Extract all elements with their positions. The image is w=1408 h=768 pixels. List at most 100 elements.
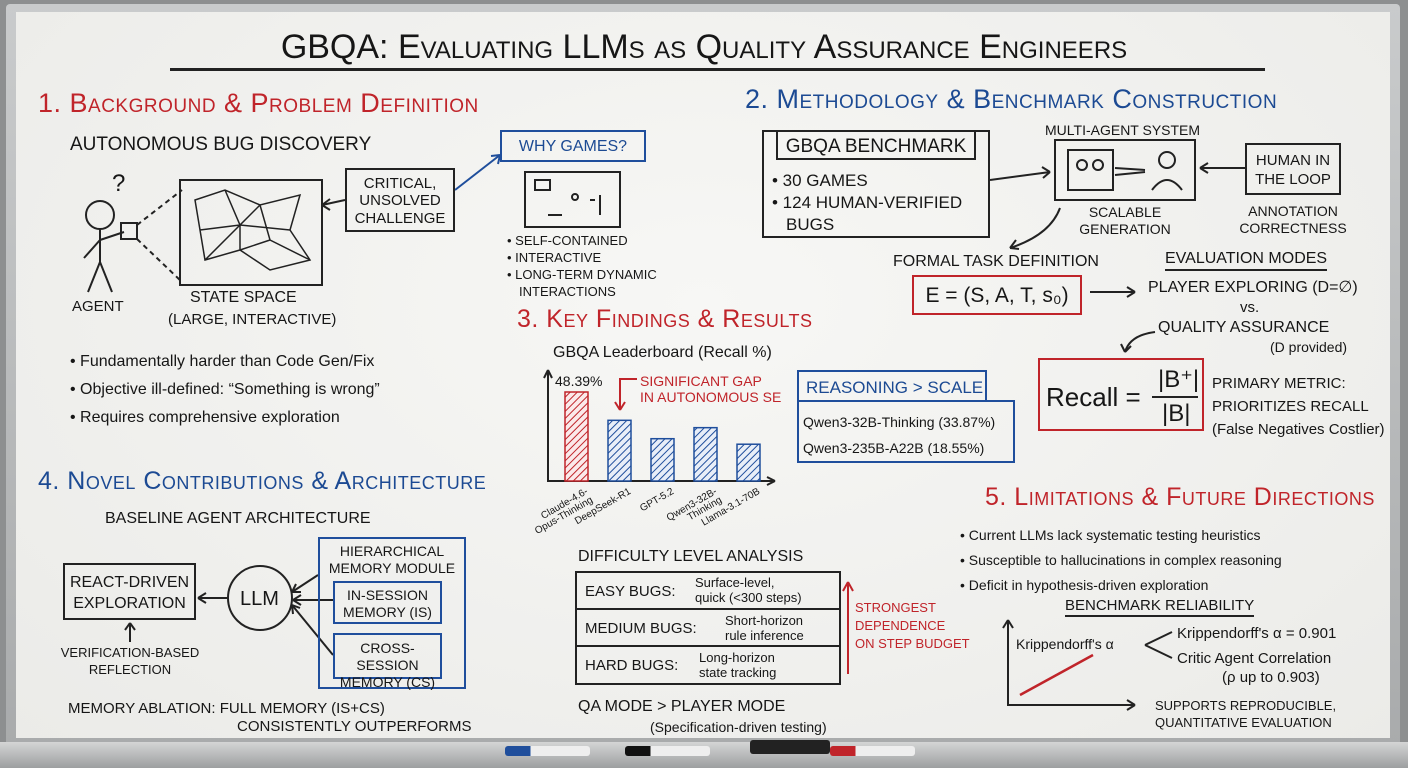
hitl-line: the Loop <box>1255 171 1331 188</box>
vs-label: vs. <box>1240 299 1260 316</box>
note-line: Strongest <box>855 600 936 615</box>
react-box: ReAct-DrivenExploration <box>63 563 196 620</box>
react-line: ReAct-Driven <box>69 574 190 591</box>
ablation-line: Consistently Outperforms <box>237 718 472 735</box>
section-1-heading: 1. Background & Problem Definition <box>38 88 479 118</box>
hitl-line: Human in <box>1255 152 1331 169</box>
challenge-line: Critical, <box>363 175 437 192</box>
difficulty-desc: state tracking <box>699 665 777 680</box>
difficulty-desc: Short-horizon <box>725 613 804 628</box>
difficulty-desc: quick (<300 steps) <box>695 590 802 605</box>
difficulty-level: Medium Bugs: <box>585 620 697 637</box>
cs-line: Cross-Session <box>356 640 419 673</box>
recall-lhs: Recall = <box>1046 382 1141 412</box>
autonomous-bug-discovery: Autonomous Bug Discovery <box>70 134 372 155</box>
critic-correlation: Critic Agent Correlation <box>1177 650 1332 667</box>
baseline-architecture-label: Baseline Agent Architecture <box>105 510 371 527</box>
difficulty-level: Hard Bugs: <box>585 657 679 674</box>
caption-line: Generation <box>1079 221 1171 237</box>
blue-marker[interactable] <box>505 746 590 756</box>
problem-bullets: • Fundamentally harder than Code Gen/Fix… <box>70 348 380 432</box>
bar-claude-4-6-opus-thinking <box>564 391 589 482</box>
bar-llama-3-1-70b <box>736 443 761 482</box>
supports-note: Supports reproducible,quantitative evalu… <box>1155 697 1336 731</box>
caption-line: Annotation <box>1248 203 1338 219</box>
challenge-line: Unsolved <box>359 192 441 210</box>
section-2-heading: 2. Methodology & Benchmark Construction <box>745 84 1278 114</box>
reasoning-table: Qwen3-32B-Thinking (33.87%) Qwen3-235B-A… <box>797 400 1015 463</box>
difficulty-desc: Surface-level, <box>695 575 775 590</box>
state-space-label: State Space <box>190 289 297 306</box>
section-3-heading: 3. Key Findings & Results <box>517 305 813 333</box>
reflection-line: Verification-Based <box>60 645 200 660</box>
games-bullets: • Self-contained • Interactive • Long-te… <box>507 232 657 300</box>
ablation-line: Memory Ablation: Full Memory (IS+CS) <box>68 700 385 717</box>
hitl-caption: AnnotationCorrectness <box>1232 203 1354 237</box>
bullet: • Requires comprehensive exploration <box>70 409 340 426</box>
black-marker[interactable] <box>625 746 710 756</box>
note-line: Dependence <box>855 618 946 633</box>
whiteboard-surface <box>16 12 1390 738</box>
bar-qwen3-32b-thinking <box>693 426 718 482</box>
bullet: Bugs <box>786 215 835 234</box>
bullet: • Susceptible to hallucinations in compl… <box>960 552 1282 568</box>
qa-mode-note: (Specification-driven testing) <box>650 719 827 735</box>
bullet: • Interactive <box>507 250 602 265</box>
question-mark: ? <box>112 170 126 197</box>
memory-line: Memory Module <box>328 560 456 576</box>
caption-line: Scalable <box>1088 204 1162 220</box>
benchmark-box: GBQA Benchmark • 30 Games • 124 Human-Ve… <box>762 130 990 238</box>
agent-label: Agent <box>72 298 124 315</box>
challenge-box: Critical, Unsolved Challenge <box>345 168 455 232</box>
recall-denominator: |B| <box>1162 400 1191 427</box>
state-space-box <box>179 179 323 286</box>
why-games-box: Why Games? <box>500 130 646 162</box>
gap-annotation: Significant Gapin Autonomous SE <box>640 373 781 405</box>
board-title: GBQA: Evaluating LLMs as Quality Assuran… <box>280 28 1128 66</box>
formula-box: E = (S, A, T, s₀) <box>912 275 1082 315</box>
bullet: • Self-contained <box>507 233 628 248</box>
llm-label: LLM <box>240 588 279 610</box>
difficulty-table: Easy Bugs: Surface-level,quick (<300 ste… <box>575 571 841 685</box>
difficulty-title: Difficulty Level Analysis <box>578 548 804 565</box>
human-in-loop-box: Human in the Loop <box>1245 143 1341 195</box>
mode-qa-note: (D provided) <box>1270 339 1348 355</box>
multi-agent-label: Multi-Agent System <box>1045 122 1201 138</box>
multi-agent-box <box>1054 139 1196 201</box>
supports-line: quantitative evaluation <box>1155 715 1332 730</box>
bar-deepseek-r1 <box>607 419 632 482</box>
is-line: Memory (IS) <box>343 604 432 620</box>
difficulty-desc: Long-horizon <box>699 650 775 665</box>
caption-line: Correctness <box>1239 220 1347 236</box>
reflection-label: Verification-BasedReflection <box>50 644 210 678</box>
benchmark-reliability-label: Benchmark Reliability <box>1065 598 1255 617</box>
data-label-top: 48.39% <box>555 373 603 389</box>
eraser[interactable] <box>750 740 830 754</box>
mode-player: Player Exploring (D=∅) <box>1148 279 1358 296</box>
primary-metric: Primary Metric: Prioritizes Recall (Fals… <box>1212 372 1385 441</box>
section-5-heading: 5. Limitations & Future Directions <box>985 483 1375 511</box>
bullet: • Objective ill-defined: “Something is w… <box>70 381 380 398</box>
gap-line: in Autonomous SE <box>640 389 782 405</box>
red-marker[interactable] <box>830 746 915 756</box>
cs-line: Memory (CS) <box>339 674 436 690</box>
title-underline <box>170 68 1265 71</box>
bullet: • 30 Games <box>772 171 868 190</box>
react-line: Exploration <box>73 595 186 612</box>
qa-mode-finding: QA Mode > Player Mode <box>578 698 786 715</box>
bullet: • Long-term dynamic <box>507 267 657 282</box>
step-budget-note: StrongestDependence on Step Budget <box>855 599 970 653</box>
difficulty-row: Easy Bugs: Surface-level,quick (<300 ste… <box>577 573 839 610</box>
memory-line: Hierarchical <box>339 543 445 559</box>
bullet: • Deficit in hypothesis-driven explorati… <box>960 577 1209 593</box>
bullet: • 124 Human-Verified <box>772 193 963 212</box>
reasoning-row: Qwen3-32B-Thinking (33.87%) <box>803 414 996 430</box>
note-line: on Step Budget <box>855 636 970 651</box>
alpha-value: Krippendorff's α = 0.901 <box>1177 625 1337 642</box>
formal-task-label: Formal Task Definition <box>893 253 1099 270</box>
